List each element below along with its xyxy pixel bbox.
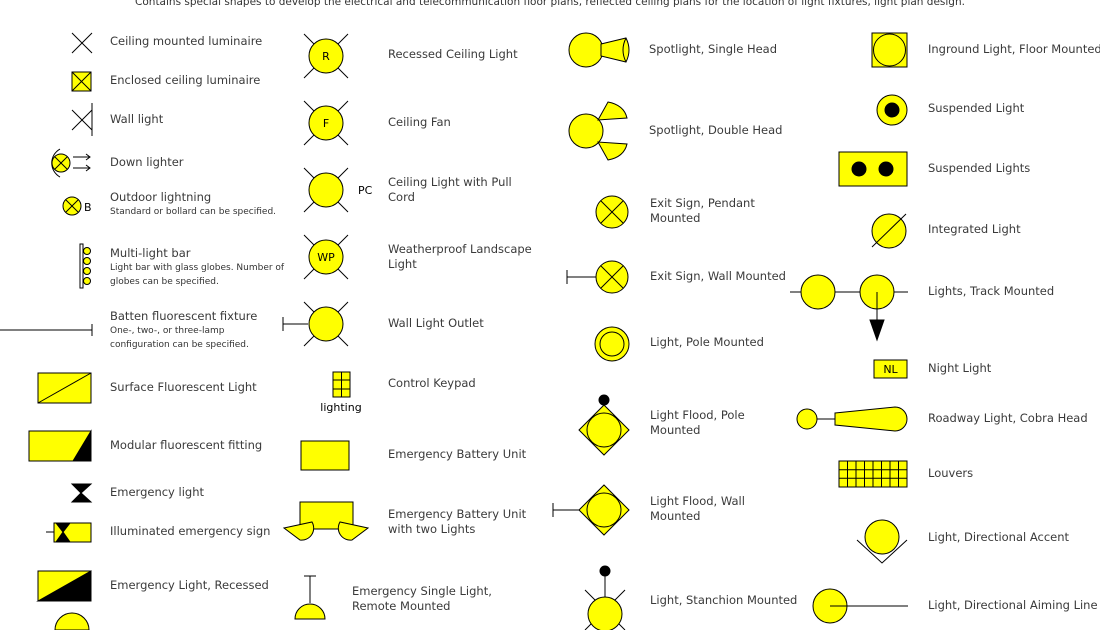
label-emergency-light: Emergency light	[110, 485, 205, 499]
label-lights-track-mounted: Lights, Track Mounted	[928, 284, 1055, 298]
svg-text:F: F	[323, 117, 329, 130]
label-roadway-light-cobra-head: Roadway Light, Cobra Head	[928, 411, 1088, 425]
label-exit-sign-wall: Exit Sign, Wall Mounted	[650, 269, 786, 283]
light-flood-pole-icon	[578, 394, 630, 456]
integrated-light-icon	[871, 213, 907, 249]
label-louvers: Louvers	[928, 466, 974, 480]
note-multi-light-bar-2: globes can be specified.	[110, 277, 219, 287]
label-wall-light-outlet: Wall Light Outlet	[388, 316, 484, 330]
label-ceiling-fan: Ceiling Fan	[388, 115, 451, 129]
emergency-battery-unit-icon	[300, 440, 350, 471]
label-exit-sign-pendant: Exit Sign, Pendant Mounted	[650, 196, 755, 225]
svg-text:PC: PC	[358, 184, 373, 197]
label-enclosed-ceiling-luminaire: Enclosed ceiling luminaire	[110, 73, 261, 87]
label-emergency-single-light-remote: Emergency Single Light, Remote Mounted	[352, 584, 492, 613]
note-batten-fluorescent-2: configuration can be specified.	[110, 340, 249, 350]
inground-light-icon	[871, 32, 908, 68]
label-inground-light: Inground Light, Floor Mounted	[928, 42, 1100, 56]
wall-light-icon	[71, 103, 93, 136]
label-light-stanchion-mounted: Light, Stanchion Mounted	[650, 593, 798, 607]
label-weatherproof-landscape-light: Weatherproof Landscape Light	[388, 242, 532, 271]
exit-sign-wall-icon	[566, 260, 629, 294]
label-outdoor-lightning: Outdoor lightning Standard or bollard ca…	[110, 190, 277, 217]
note-batten-fluorescent: One-, two-, or three-lamp	[110, 326, 225, 336]
ceiling-light-pull-cord-icon: PC	[303, 167, 373, 213]
light-pole-mounted-icon	[594, 326, 630, 362]
label-ceiling-mounted-luminaire: Ceiling mounted luminaire	[110, 34, 263, 48]
light-directional-aiming-line-icon	[812, 588, 908, 624]
partial-symbol-icon	[54, 612, 90, 630]
label-light-flood-wall: Light Flood, Wall Mounted	[650, 494, 745, 523]
label-emergency-light-recessed: Emergency Light, Recessed	[110, 578, 269, 592]
suspended-lights-icon	[838, 151, 908, 187]
lights-track-mounted-icon	[790, 274, 908, 342]
note-outdoor-lightning: Standard or bollard can be specified.	[110, 207, 277, 217]
label-illuminated-emergency-sign: Illuminated emergency sign	[110, 524, 271, 538]
svg-text:WP: WP	[317, 251, 335, 264]
label-ceiling-light-pull-cord: Ceiling Light with Pull Cord	[388, 175, 512, 204]
roadway-light-cobra-head-icon	[796, 406, 908, 432]
outdoor-lightning-icon: B	[62, 196, 92, 216]
label-light-flood-pole: Light Flood, Pole Mounted	[650, 408, 745, 437]
label-integrated-light: Integrated Light	[928, 222, 1021, 236]
light-directional-accent-icon	[856, 519, 908, 564]
spotlight-double-head-icon	[568, 101, 628, 161]
label-light-directional-accent: Light, Directional Accent	[928, 530, 1070, 544]
spotlight-single-head-icon	[568, 32, 630, 68]
label-wall-light: Wall light	[110, 112, 164, 126]
label-spotlight-single-head: Spotlight, Single Head	[649, 42, 778, 56]
ceiling-fan-icon: F	[303, 100, 349, 146]
label-spotlight-double-head: Spotlight, Double Head	[649, 123, 783, 137]
label-surface-fluorescent-light: Surface Fluorescent Light	[110, 380, 257, 394]
batten-fluorescent-fixture-icon	[0, 324, 93, 336]
surface-fluorescent-light-icon	[37, 372, 92, 404]
exit-sign-pendant-icon	[595, 195, 629, 229]
emergency-light-recessed-icon	[36, 570, 92, 602]
label-suspended-light: Suspended Light	[928, 101, 1025, 115]
weatherproof-landscape-light-icon: WP	[303, 234, 349, 280]
svg-text:B: B	[84, 201, 92, 214]
suspended-light-icon	[876, 94, 908, 126]
down-lighter-icon	[51, 148, 91, 178]
wall-light-outlet-icon	[282, 301, 349, 347]
note-multi-light-bar: Light bar with glass globes. Number of	[110, 263, 285, 273]
svg-text:NL: NL	[883, 363, 898, 376]
label-light-directional-aiming-line: Light, Directional Aiming Line	[928, 598, 1098, 612]
label-emergency-battery-unit-two-lights: Emergency Battery Unit with two Lights	[388, 507, 527, 536]
emergency-single-light-remote-icon	[294, 575, 326, 620]
modular-fluorescent-fitting-icon	[28, 429, 92, 462]
emergency-light-icon	[70, 483, 93, 503]
light-flood-wall-icon	[552, 484, 630, 536]
label-suspended-lights: Suspended Lights	[928, 161, 1031, 175]
label-control-keypad: Control Keypad	[388, 376, 476, 390]
night-light-icon: NL	[873, 359, 908, 379]
enclosed-ceiling-luminaire-icon	[71, 71, 92, 92]
control-keypad-icon: lighting	[320, 371, 362, 414]
louvers-icon	[838, 460, 908, 488]
label-night-light: Night Light	[928, 361, 992, 375]
label-batten-fluorescent-fixture: Batten fluorescent fixture One-, two-, o…	[110, 309, 258, 350]
emergency-battery-unit-two-lights-icon	[282, 501, 370, 541]
label-modular-fluorescent-fitting: Modular fluorescent fitting	[110, 438, 263, 452]
label-down-lighter: Down lighter	[110, 155, 184, 169]
label-emergency-battery-unit: Emergency Battery Unit	[388, 447, 527, 461]
label-multi-light-bar: Multi-light bar Light bar with glass glo…	[110, 246, 285, 287]
label-recessed-ceiling-light: Recessed Ceiling Light	[388, 47, 518, 61]
ceiling-mounted-luminaire-icon	[71, 32, 93, 54]
svg-text:R: R	[322, 50, 330, 63]
sheet-description: Contains special shapes to develop the e…	[135, 0, 965, 8]
illuminated-emergency-sign-icon	[46, 522, 92, 543]
multi-light-bar-icon	[79, 243, 91, 289]
svg-text:lighting: lighting	[320, 401, 361, 414]
recessed-ceiling-light-icon: R	[303, 33, 349, 79]
light-stanchion-mounted-icon	[584, 565, 626, 630]
label-light-pole-mounted: Light, Pole Mounted	[650, 335, 764, 349]
